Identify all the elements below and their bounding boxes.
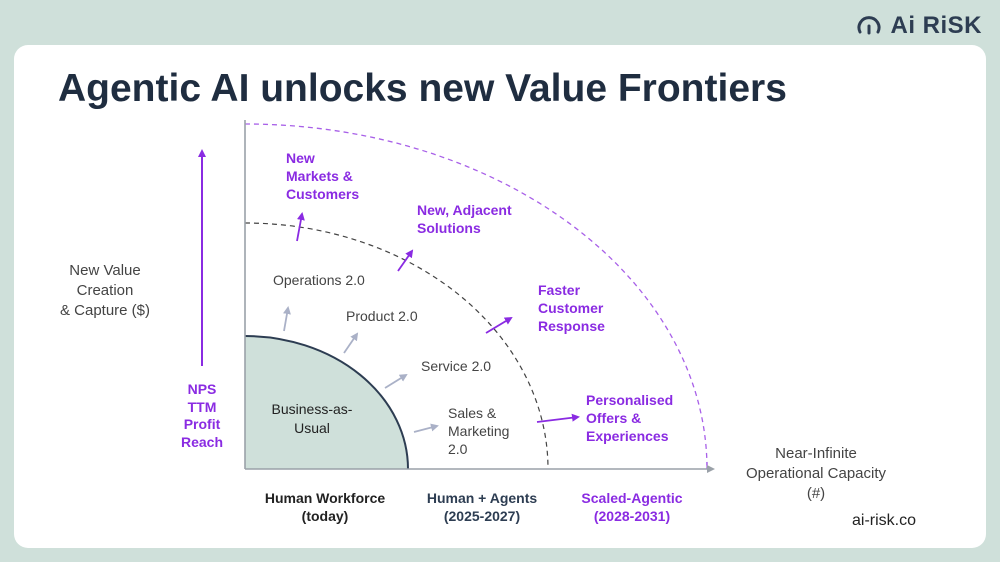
frontier-scaled-agentic-arc	[244, 123, 708, 470]
x-axis-label-line: (#)	[806, 485, 826, 502]
x-axis-label-line: Operational Capacity	[745, 465, 887, 482]
frontier-label-line: Solutions	[417, 220, 481, 236]
frontier-label-line: Markets &	[286, 168, 353, 184]
function-sales-line: Marketing	[448, 423, 510, 439]
stage-name: Scaled-Agentic	[581, 490, 683, 506]
frontier-label-line: Customers	[286, 186, 360, 202]
stage-scaled-agentic: Scaled-Agentic (2028-2031)	[557, 489, 707, 525]
frontier-label-line: Customer	[538, 300, 604, 316]
frontier-label-line: Offers &	[586, 410, 642, 426]
metric-profit: Profit	[183, 416, 221, 432]
sales-arrow	[413, 423, 439, 433]
function-sales-marketing: Sales & Marketing 2.0	[448, 404, 509, 458]
stage-period: (2028-2031)	[593, 508, 671, 524]
service-arrow	[384, 373, 408, 389]
core-zone-shape	[245, 336, 408, 469]
stage-human-workforce: Human Workforce (today)	[250, 489, 400, 525]
function-sales-line: 2.0	[448, 441, 468, 457]
metric-ttm: TTM	[187, 398, 217, 415]
footer-url: ai-risk.co	[852, 512, 917, 529]
frontier-faster-response: Faster Customer Response	[538, 281, 605, 335]
frontier-label-line: New	[286, 150, 315, 166]
function-service: Service 2.0	[421, 358, 492, 374]
core-zone-label-line: Business-as-	[271, 401, 353, 417]
brand-name: Ai RiSK	[890, 12, 982, 39]
stage-period: (today)	[301, 508, 349, 524]
faster-arrow	[485, 316, 513, 334]
core-zone-label-line: Usual	[294, 420, 330, 436]
frontier-label-line: Experiences	[586, 428, 669, 444]
stage-human-agents: Human + Agents (2025-2027)	[407, 489, 557, 525]
y-axis-label: New Value Creation & Capture ($)	[46, 261, 164, 321]
stage-name: Human Workforce	[264, 490, 386, 506]
metric-nps: NPS	[187, 381, 217, 397]
core-zone-label: Business-as- Usual	[260, 400, 364, 438]
frontier-label-line: Response	[538, 318, 605, 334]
frontier-adjacent-solutions: New, Adjacent Solutions	[417, 201, 512, 237]
value-metrics-list: NPS TTM Profit Reach	[172, 381, 232, 451]
y-axis-label-line: Creation	[76, 282, 134, 299]
frontier-label-line: Faster	[538, 282, 581, 298]
brand-logo: Ai RiSK	[856, 12, 982, 40]
frontier-personalised-offers: Personalised Offers & Experiences	[586, 391, 673, 445]
stage-name: Human + Agents	[426, 490, 538, 506]
slide-title: Agentic AI unlocks new Value Frontiers	[58, 67, 787, 110]
frontier-label-line: New, Adjacent	[417, 202, 512, 218]
function-sales-line: Sales &	[448, 405, 497, 421]
y-axis-label-line: & Capture ($)	[59, 302, 151, 319]
adjacent-arrow	[397, 249, 414, 272]
core-zone-arc	[244, 335, 409, 470]
function-operations: Operations 2.0	[273, 272, 365, 288]
y-axis-label-line: New Value	[69, 262, 141, 279]
personalised-arrow	[536, 413, 580, 423]
operations-arrow	[283, 306, 291, 332]
frontier-new-markets: New Markets & Customers	[286, 149, 359, 203]
product-arrow	[343, 332, 359, 354]
function-product: Product 2.0	[346, 308, 418, 324]
slide-card: Agentic AI unlocks new Value Frontiers	[14, 45, 986, 548]
stage-period: (2025-2027)	[443, 508, 521, 524]
x-axis-label: Near-Infinite Operational Capacity (#)	[736, 444, 896, 504]
metric-reach: Reach	[180, 433, 224, 450]
frontier-label-line: Personalised	[586, 392, 674, 408]
markets-arrow	[296, 212, 305, 242]
x-axis-label-line: Near-Infinite	[775, 445, 857, 462]
gauge-icon	[858, 16, 881, 35]
